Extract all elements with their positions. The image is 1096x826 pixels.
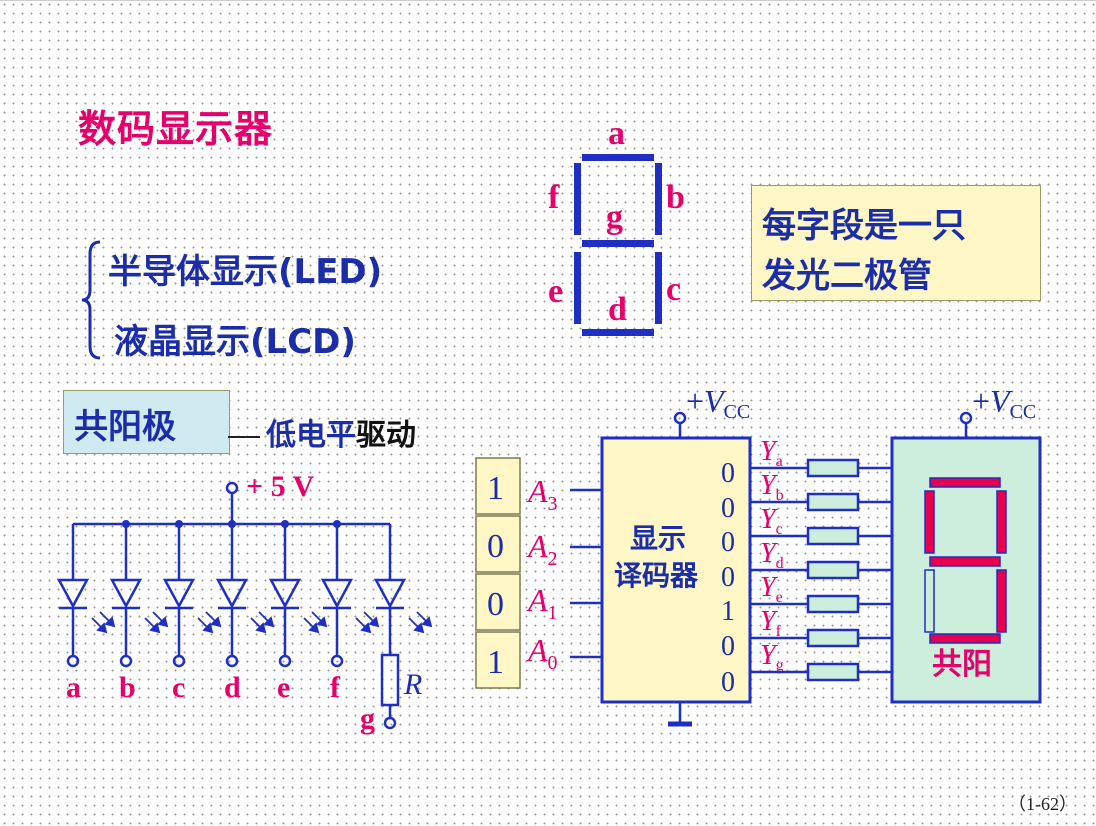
seg-label-e: e bbox=[548, 273, 563, 310]
seg-label-g: g bbox=[606, 199, 623, 236]
drive-note: 低电平驱动 bbox=[228, 410, 416, 454]
decoder-power bbox=[668, 411, 692, 727]
display-vcc: +VCC bbox=[972, 383, 1036, 423]
page-number: （1-62） bbox=[1008, 794, 1077, 814]
output-value-a: 0 bbox=[721, 458, 735, 489]
output-resistors bbox=[750, 458, 892, 682]
seg-label-b: b bbox=[666, 179, 685, 216]
output-label-b: Yb bbox=[760, 470, 784, 504]
disp-seg-c bbox=[996, 569, 1007, 633]
led-columns bbox=[56, 524, 407, 730]
seg-label-a: a bbox=[608, 115, 625, 152]
type-lcd: 液晶显示(LCD) bbox=[114, 322, 356, 362]
input-wires bbox=[570, 488, 602, 659]
output-values: 0 0 0 0 1 0 0 bbox=[721, 458, 735, 698]
output-label-a: Ya bbox=[760, 436, 783, 470]
segment-a bbox=[582, 154, 654, 161]
decoder-label-2: 译码器 bbox=[614, 559, 699, 592]
display-segments bbox=[924, 477, 1007, 644]
common-anode-label: 共阳极 bbox=[74, 407, 176, 447]
input-bit-3: 1 bbox=[487, 470, 504, 507]
display-power bbox=[959, 411, 973, 438]
output-value-g: 0 bbox=[721, 667, 735, 698]
top-border bbox=[0, 0, 1096, 1]
input-label-a0: A0 bbox=[526, 632, 558, 674]
seven-segment-reference bbox=[574, 154, 662, 336]
drive-dash bbox=[228, 435, 260, 438]
resistor-label: R bbox=[403, 668, 422, 701]
output-label-d: Yd bbox=[760, 538, 784, 572]
led-circuit bbox=[56, 481, 433, 730]
disp-seg-b bbox=[996, 490, 1007, 554]
output-label-e: Ye bbox=[760, 572, 783, 606]
output-value-c: 0 bbox=[721, 527, 735, 558]
note-line-2: 发光二极管 bbox=[762, 256, 932, 296]
led-label-d: d bbox=[224, 671, 241, 704]
output-value-e: 1 bbox=[721, 596, 735, 627]
display-label: 共阳 bbox=[932, 647, 992, 682]
output-label-g: Yg bbox=[760, 640, 784, 674]
led-label-g: g bbox=[360, 702, 375, 735]
resistor-r bbox=[380, 653, 400, 707]
input-bit-2: 0 bbox=[487, 528, 504, 565]
disp-seg-d bbox=[929, 633, 1001, 644]
segment-d bbox=[582, 329, 654, 336]
bus-junctions bbox=[122, 520, 341, 528]
led-label-b: b bbox=[119, 671, 136, 704]
decoder-vcc: +VCC bbox=[686, 383, 750, 423]
input-bit-0: 1 bbox=[487, 644, 504, 681]
decoder-label-1: 显示 bbox=[630, 522, 686, 555]
output-value-d: 0 bbox=[721, 562, 735, 593]
note-line-1: 每字段是一只 bbox=[762, 206, 966, 246]
output-label-f: Yf bbox=[760, 606, 782, 640]
segment-b bbox=[655, 163, 662, 235]
output-value-b: 0 bbox=[721, 493, 735, 524]
segment-f bbox=[574, 163, 581, 235]
input-label-a2: A2 bbox=[526, 528, 558, 570]
segment-c bbox=[655, 252, 662, 324]
drive-text: 驱动 bbox=[356, 418, 416, 453]
led-label-c: c bbox=[172, 671, 185, 704]
seg-label-f: f bbox=[548, 179, 560, 216]
segment-g bbox=[582, 240, 654, 247]
type-led: 半导体显示(LED) bbox=[108, 252, 383, 292]
note-box: 每字段是一只 发光二极管 bbox=[751, 185, 1041, 301]
seg-label-c: c bbox=[666, 271, 681, 308]
seg-label-d: d bbox=[608, 291, 627, 328]
led-label-e: e bbox=[277, 671, 290, 704]
disp-seg-a bbox=[929, 477, 1001, 488]
segment-e bbox=[574, 252, 581, 324]
disp-seg-g bbox=[929, 556, 1001, 567]
output-labels: Ya Yb Yc Yd Ye Yf Yg bbox=[760, 436, 784, 674]
led-label-f: f bbox=[330, 671, 341, 704]
input-label-a1: A1 bbox=[526, 582, 558, 624]
light-arrows bbox=[91, 611, 433, 634]
disp-seg-e bbox=[924, 569, 935, 633]
led-label-a: a bbox=[66, 671, 81, 704]
input-bit-1: 0 bbox=[487, 586, 504, 623]
input-bits bbox=[475, 457, 521, 689]
supply-label: + 5 V bbox=[246, 470, 315, 503]
output-label-c: Yc bbox=[760, 504, 783, 538]
input-label-a3: A3 bbox=[526, 473, 558, 515]
output-value-f: 0 bbox=[721, 631, 735, 662]
drive-low-level: 低电平 bbox=[266, 418, 356, 453]
disp-seg-f bbox=[924, 490, 935, 554]
types-brace bbox=[81, 240, 101, 360]
common-anode-box: 共阳极 bbox=[63, 390, 230, 454]
page-title: 数码显示器 bbox=[78, 107, 274, 151]
